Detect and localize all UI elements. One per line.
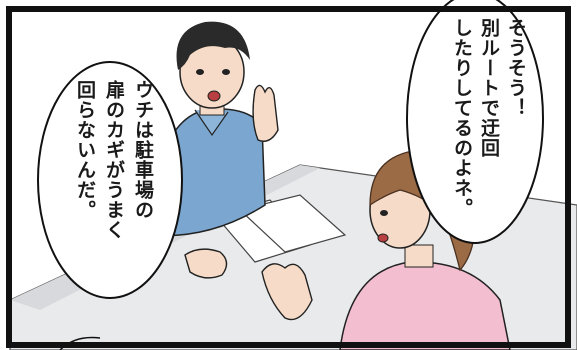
speech_right-text-line: 別ルートで迂回 (478, 18, 500, 158)
panel-border (6, 6, 571, 348)
speech-bubble-left (37, 61, 183, 299)
speech-text-left: ウチは駐車場の扉のカギがうまく回らないんだ。 (70, 80, 157, 280)
speech-text-right: そうそう！別ルートで迂回したりしてるのよネ。 (448, 18, 529, 233)
woman-mouth (377, 233, 389, 243)
speech_right-text-line: したりしてるのよネ。 (451, 18, 473, 218)
speech_left-text-line: 回らないんだ。 (74, 80, 96, 220)
woman-eye (380, 210, 388, 216)
man-collar (194, 109, 229, 137)
speech_left-text-line: 扉のカギがうまく (103, 80, 125, 240)
speech_right-text-line: そうそう！ (505, 18, 527, 118)
man-hand (184, 248, 228, 279)
woman-neck (404, 244, 434, 268)
speech-bubble-right (406, 0, 544, 244)
speech_left-text-line: ウチは駐車場の (132, 80, 154, 220)
woman-hand (261, 263, 313, 321)
man-eye (222, 69, 230, 75)
man-eye (196, 69, 204, 75)
man-mouth (207, 90, 221, 102)
document-sheet (238, 194, 347, 253)
man-hair (176, 21, 250, 70)
man-raised-hand (252, 84, 279, 142)
